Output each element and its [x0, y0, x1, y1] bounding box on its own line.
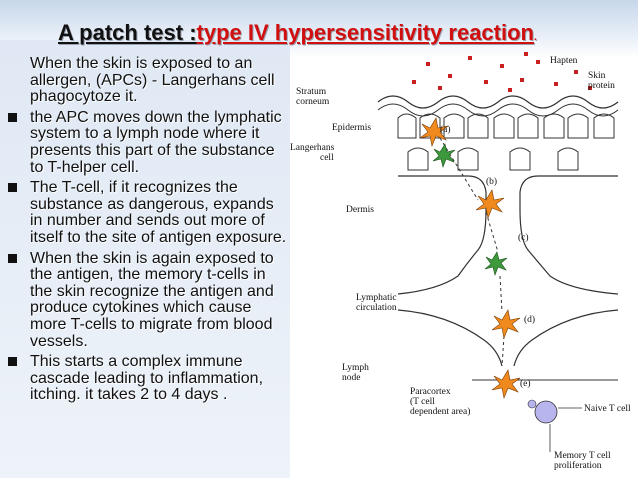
- bullet-square-icon: [8, 112, 17, 122]
- title-highlight: type IV hypersensitivity reaction: [196, 20, 534, 45]
- bullet-intro: When the skin is exposed to an allergen,…: [6, 55, 288, 106]
- label-step-d: (d): [524, 314, 535, 325]
- langerhans-cell-green: [432, 143, 508, 277]
- label-paracortex-3: dependent area): [410, 406, 470, 417]
- label-paracortex: Paracortex: [410, 387, 451, 397]
- label-epidermis: Epidermis: [332, 123, 371, 133]
- label-step-a: (a): [440, 124, 451, 135]
- lymphatic-vessel-outline: [398, 175, 618, 210]
- label-lymph-node-2: node: [342, 373, 360, 383]
- label-lymphatic: Lymphatic: [356, 293, 397, 303]
- label-dermis: Dermis: [346, 205, 374, 215]
- bullet-text: The T-cell, if it recognizes the substan…: [30, 179, 287, 246]
- label-skin-protein-2: protein: [588, 81, 615, 91]
- label-memory-t-cell-2: proliferation: [554, 460, 602, 471]
- label-step-c: (c): [518, 232, 529, 243]
- bullet-text: When the skin is exposed to an allergen,…: [30, 55, 275, 106]
- hypersensitivity-diagram: Hapten Skin protein Stratum corneum Epid…: [290, 52, 631, 471]
- label-step-b: (b): [486, 176, 497, 187]
- label-naive-t-cell: Naive T cell: [584, 404, 631, 414]
- bullet-list: When the skin is exposed to an allergen,…: [6, 55, 288, 408]
- bullet-text: When the skin is again exposed to the an…: [30, 249, 274, 350]
- label-langerhans-2: cell: [320, 153, 334, 163]
- lymph-node-outline: [397, 309, 619, 367]
- slide-title: A patch test :type IV hypersensitivity r…: [58, 20, 537, 46]
- label-memory-t-cell: Memory T cell: [554, 451, 611, 461]
- label-langerhans: Langerhans: [290, 143, 335, 153]
- label-lymph-node: Lymph: [342, 363, 369, 373]
- label-stratum: Stratum: [296, 87, 327, 97]
- label-hapten: Hapten: [550, 56, 578, 66]
- text-panel-background: [0, 40, 290, 478]
- bullet-square-icon: [8, 183, 17, 193]
- label-skin-protein: Skin: [588, 71, 606, 81]
- skin-surface-line: [377, 95, 619, 109]
- naive-t-cell-small: [527, 399, 537, 409]
- skin-surface-line-inner: [377, 103, 619, 117]
- title-prefix: A patch test :: [58, 20, 197, 45]
- bullet-item: the APC moves down the lymphatic system …: [6, 108, 288, 176]
- bullet-text: the APC moves down the lymphatic system …: [30, 108, 282, 176]
- lymphatic-vessel-wall: [397, 209, 619, 295]
- title-dot: .: [534, 32, 537, 43]
- label-lymphatic-2: circulation: [356, 303, 397, 313]
- bullet-item: This starts a complex immune cascade lea…: [6, 353, 288, 404]
- bullet-item: When the skin is again exposed to the an…: [6, 249, 288, 351]
- bullet-square-icon: [8, 253, 17, 263]
- label-step-e: (e): [520, 378, 531, 389]
- epidermis-cells: [397, 113, 615, 171]
- hapten-particles: [412, 52, 592, 92]
- bullet-text: This starts a complex immune cascade lea…: [30, 353, 264, 404]
- label-stratum-2: corneum: [296, 97, 330, 107]
- naive-t-cell: [534, 400, 558, 424]
- label-paracortex-2: (T cell: [410, 396, 435, 407]
- langerhans-cell-orange: [419, 117, 521, 400]
- bullet-square-icon: [8, 357, 17, 367]
- bullet-item: The T-cell, if it recognizes the substan…: [6, 179, 288, 246]
